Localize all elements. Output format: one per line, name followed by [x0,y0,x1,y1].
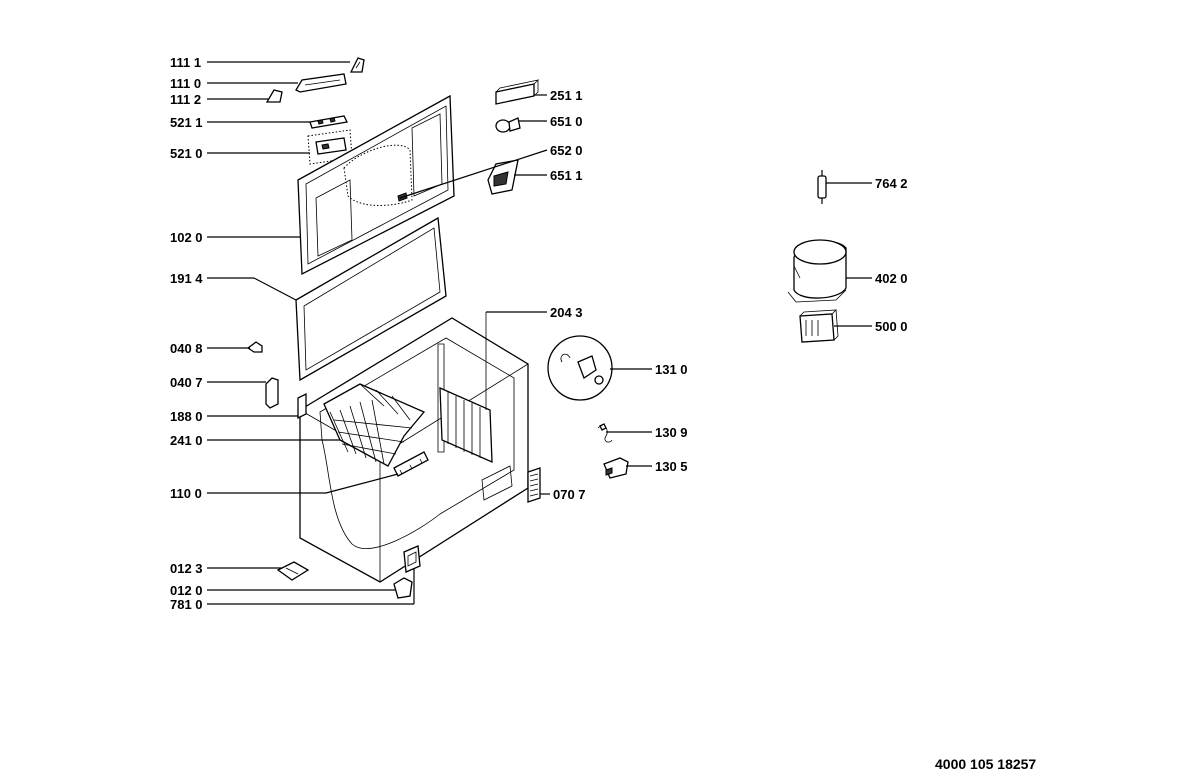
label-402-0: 402 0 [875,271,908,286]
part-500-0 [799,309,839,343]
label-131-0: 131 0 [655,362,688,377]
label-500-0: 500 0 [875,319,908,334]
part-131-0-detail [547,335,613,401]
part-781-0 [403,545,421,573]
part-labels: 111 1 111 0 111 2 521 1 521 0 102 0 191 … [170,55,1036,772]
part-102-0-lid [297,94,455,276]
part-040-7 [265,377,279,409]
label-070-7: 070 7 [553,487,586,502]
label-521-1: 521 1 [170,115,203,130]
part-130-9 [597,423,613,443]
label-040-7: 040 7 [170,375,203,390]
document-number: 4000 105 18257 [935,756,1036,772]
label-130-9: 130 9 [655,425,688,440]
part-111-2 [265,89,283,103]
label-130-5: 130 5 [655,459,688,474]
label-102-0: 102 0 [170,230,203,245]
part-204-3 [439,312,493,464]
label-652-0: 652 0 [550,143,583,158]
label-191-4: 191 4 [170,271,203,286]
part-402-0-compressor [787,239,847,303]
part-012-0 [393,577,413,599]
label-040-8: 040 8 [170,341,203,356]
label-251-1: 251 1 [550,88,583,103]
part-651-0 [495,117,521,133]
label-111-1: 111 1 [170,55,201,70]
part-cabinet [299,317,529,583]
part-191-4-gasket [295,216,447,382]
label-651-0: 651 0 [550,114,583,129]
part-188-0 [297,392,307,420]
part-764-2 [817,170,827,204]
part-111-1 [349,57,365,73]
label-110-0: 110 0 [170,486,202,501]
label-188-0: 188 0 [170,409,203,424]
label-012-0: 012 0 [170,583,203,598]
leader-lines [207,61,872,605]
part-111-0 [295,73,347,93]
label-764-2: 764 2 [875,176,908,191]
part-012-3 [276,561,310,581]
part-040-8 [246,341,263,353]
label-241-0: 241 0 [170,433,203,448]
part-070-7 [527,467,541,503]
part-521-1 [309,115,348,129]
label-651-1: 651 1 [550,168,583,183]
label-204-3: 204 3 [550,305,583,320]
part-130-5 [603,457,629,479]
part-110-0 [393,451,429,477]
label-111-0: 111 0 [170,76,201,91]
label-012-3: 012 3 [170,561,203,576]
part-251-1 [495,79,540,105]
label-521-0: 521 0 [170,146,203,161]
label-111-2: 111 2 [170,92,201,107]
label-781-0: 781 0 [170,597,203,612]
part-651-1 [487,159,519,195]
